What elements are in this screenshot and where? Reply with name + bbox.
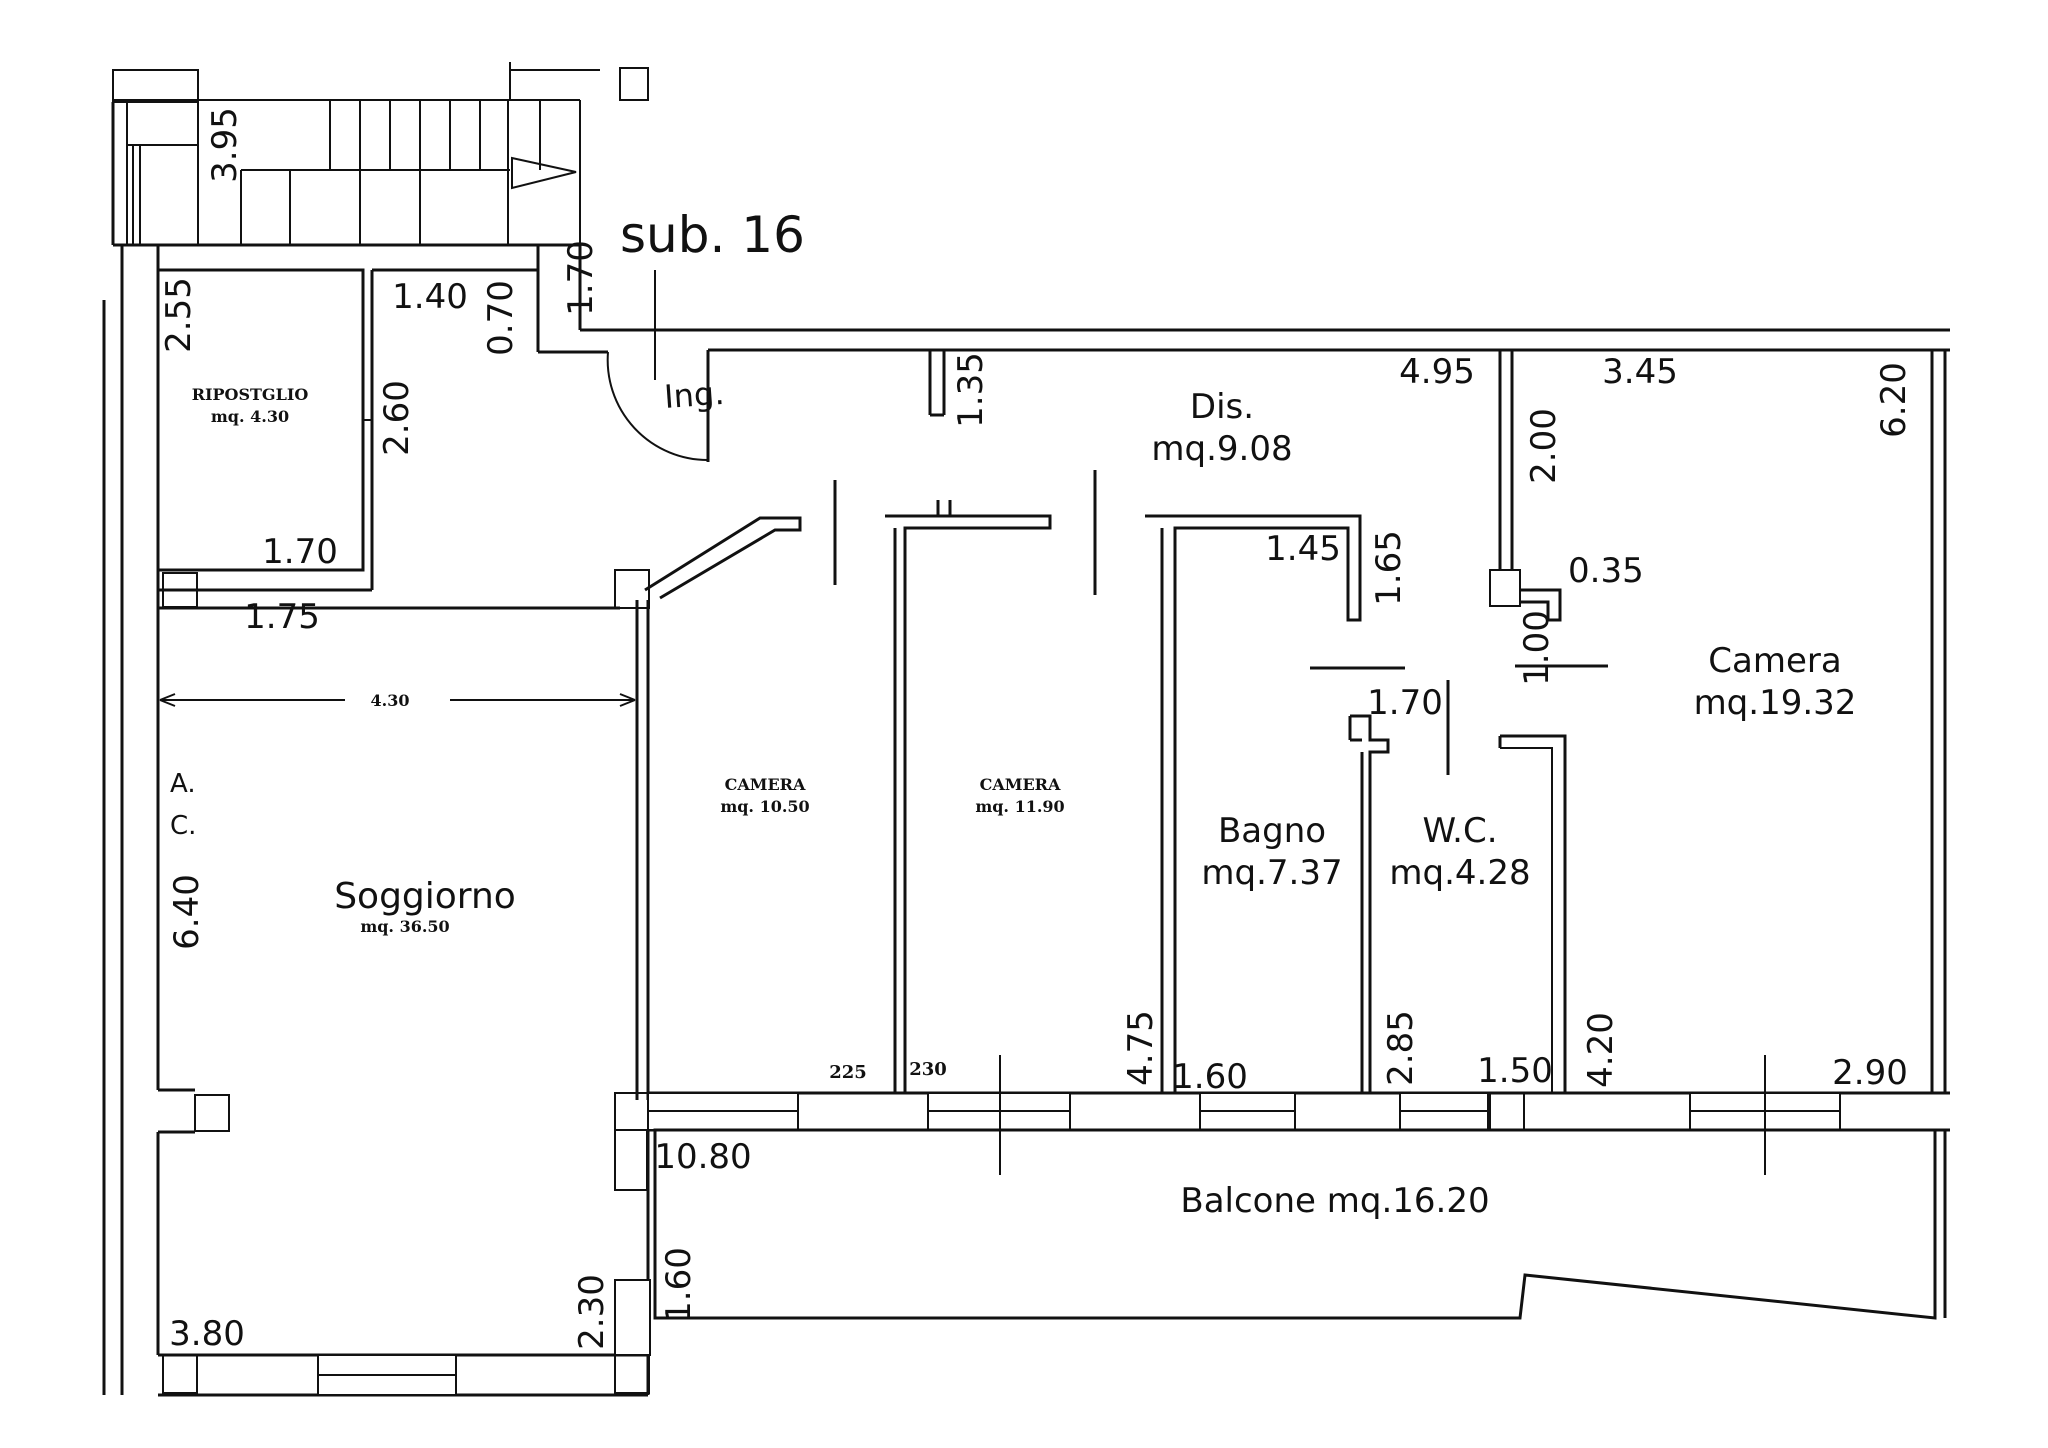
camera-small-name: CAMERA <box>725 775 806 794</box>
dim-2-85: 2.85 <box>1381 1010 1421 1086</box>
dim-0-70: 0.70 <box>481 280 521 356</box>
dim-1-65: 1.65 <box>1369 530 1409 606</box>
dim-3-95: 3.95 <box>205 107 245 183</box>
dim-2-00: 2.00 <box>1524 408 1564 484</box>
ripostiglio-name: RIPOSTGLIO <box>192 385 309 404</box>
dis-area: mq.9.08 <box>1151 429 1292 469</box>
dim-2-30: 2.30 <box>572 1274 612 1350</box>
dim-10-80: 10.80 <box>654 1137 751 1177</box>
dim-230: 230 <box>909 1059 947 1080</box>
soggiorno-name: Soggiorno <box>334 876 516 917</box>
bagno-area: mq.7.37 <box>1201 853 1342 893</box>
dim-1-70-stair: 1.70 <box>561 240 601 316</box>
dim-1-60-balcone: 1.60 <box>659 1247 699 1323</box>
dimension-line-soggiorno <box>159 693 636 707</box>
dim-1-60-bagno: 1.60 <box>1172 1057 1248 1097</box>
dim-3-80: 3.80 <box>169 1314 245 1354</box>
camera-small-area: mq. 10.50 <box>720 797 809 816</box>
ripostiglio-area: mq. 4.30 <box>211 407 289 426</box>
dim-225: 225 <box>829 1062 867 1083</box>
dim-4-95: 4.95 <box>1399 352 1475 392</box>
dim-3-45: 3.45 <box>1602 352 1678 392</box>
balcony <box>614 1128 1947 1356</box>
camera-large-name: Camera <box>1708 641 1841 681</box>
balcone-label: Balcone mq.16.20 <box>1180 1181 1489 1221</box>
ac-label-line2: C. <box>170 811 196 841</box>
camera-mid-name: CAMERA <box>980 775 1061 794</box>
dim-4-20: 4.20 <box>1581 1012 1621 1088</box>
bagno-name: Bagno <box>1218 811 1326 851</box>
dim-1-70-rip: 1.70 <box>262 532 338 572</box>
wc-name: W.C. <box>1422 811 1497 851</box>
staircase <box>111 62 649 247</box>
ac-label-line1: A. <box>170 769 196 799</box>
dim-1-45: 1.45 <box>1265 529 1341 569</box>
wc-area: mq.4.28 <box>1389 853 1530 893</box>
camera-mid-area: mq. 11.90 <box>975 797 1064 816</box>
dim-2-90: 2.90 <box>1832 1053 1908 1093</box>
dim-2-60: 2.60 <box>377 380 417 456</box>
dim-2-55: 2.55 <box>159 277 199 353</box>
camera-large-area: mq.19.32 <box>1694 683 1857 723</box>
soggiorno-area: mq. 36.50 <box>360 917 449 936</box>
ingresso-label: Ing. <box>663 374 726 416</box>
entry-door-swing <box>606 351 709 462</box>
walls <box>102 245 1950 1397</box>
dim-1-35: 1.35 <box>951 352 991 428</box>
dis-name: Dis. <box>1190 387 1254 427</box>
dim-4-30: 4.30 <box>371 691 410 710</box>
dim-1-75: 1.75 <box>244 597 320 637</box>
dim-1-00: 1.00 <box>1517 610 1557 686</box>
unit-label: sub. 16 <box>620 206 805 264</box>
dim-1-70-wc: 1.70 <box>1367 683 1443 723</box>
dim-1-50: 1.50 <box>1477 1051 1553 1091</box>
dim-6-40: 6.40 <box>167 874 207 950</box>
stair-direction-arrow <box>511 156 577 190</box>
dim-0-35: 0.35 <box>1568 551 1644 591</box>
dim-1-40: 1.40 <box>392 277 468 317</box>
dim-6-20: 6.20 <box>1874 362 1914 438</box>
dim-4-75: 4.75 <box>1121 1010 1161 1086</box>
